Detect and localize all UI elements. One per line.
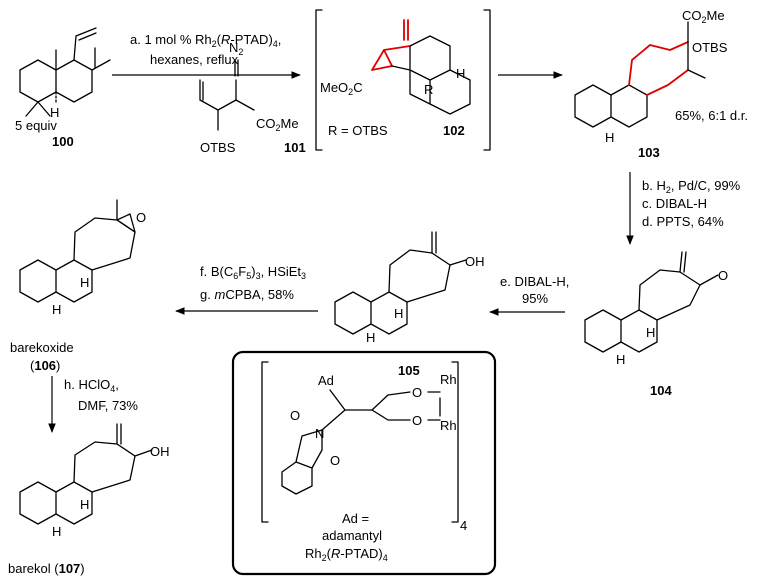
step-a-line1: a. 1 mol % Rh2(R-PTAD)4,	[130, 32, 281, 49]
step-d: d. PPTS, 64%	[642, 214, 724, 229]
compound-102-structure: MeO2C R H R = OTBS 102	[320, 19, 471, 138]
catalyst-rh-rh-bond	[427, 391, 441, 421]
compound-101-otbs-label: OTBS	[200, 140, 236, 155]
catalyst-ad-def-line2: adamantyl	[322, 528, 382, 543]
compound-106-o-label: O	[136, 210, 146, 225]
compound-107-h1-label: H	[52, 524, 61, 539]
compound-103-number: 103	[638, 145, 660, 160]
compound-102-bracket	[315, 9, 491, 151]
compound-106-structure: O H H barekoxide (106)	[10, 199, 146, 373]
compound-103-structure: CO2Me OTBS H 103 65%, 6:1 d.r.	[574, 8, 748, 160]
catalyst-box-frame	[231, 350, 497, 576]
compound-101-co2me-label: CO2Me	[256, 116, 299, 133]
catalyst-o-imide-top: O	[290, 408, 300, 423]
compound-101-structure: 5 equiv N2 CO2Me OTBS 101	[15, 40, 306, 155]
compound-103-h-label: H	[605, 130, 614, 145]
step-h-line1: h. HClO4,	[64, 377, 119, 394]
catalyst-carboxylate	[371, 391, 411, 421]
step-c: c. DIBAL-H	[642, 196, 707, 211]
step-h-line2: DMF, 73%	[78, 398, 138, 413]
compound-107-h2-label: H	[80, 497, 89, 512]
step-e-line1: e. DIBAL-H,	[500, 274, 569, 289]
compound-104-h1-label: H	[616, 352, 625, 367]
compound-104-h2-label: H	[646, 325, 655, 340]
catalyst-ad-def-line1: Ad =	[342, 511, 369, 526]
compound-107-name-line: barekol (107)	[8, 561, 85, 576]
step-e-line2: 95%	[522, 291, 548, 306]
step-b: b. H2, Pd/C, 99%	[642, 178, 741, 195]
compound-102-h-label: H	[456, 66, 465, 81]
catalyst-o-imide-bottom: O	[330, 453, 340, 468]
compound-106-h2-label: H	[80, 275, 89, 290]
compound-106-h1-label: H	[52, 302, 61, 317]
compound-102-r-definition: R = OTBS	[328, 123, 388, 138]
step-f: f. B(C6F5)3, HSiEt3	[200, 264, 306, 281]
catalyst-o-bottom: O	[412, 413, 422, 428]
catalyst-subscript-4: 4	[460, 518, 467, 533]
compound-104-o-label: O	[718, 268, 728, 283]
catalyst-ad-label: Ad	[318, 373, 334, 388]
compound-105-number: 105	[398, 363, 420, 378]
compound-106-name: barekoxide	[10, 340, 74, 355]
compound-100-structure: H 100	[19, 27, 111, 149]
compound-104-structure: O H H 104	[584, 251, 728, 398]
compound-106-number-line: (106)	[30, 358, 60, 373]
compound-101-equiv: 5 equiv	[15, 118, 57, 133]
step-g: g. mCPBA, 58%	[200, 287, 294, 302]
compound-104-number: 104	[650, 383, 672, 398]
compound-105-oh-label: OH	[465, 254, 485, 269]
compound-101-n2-label: N2	[229, 40, 243, 57]
catalyst-benzene-ring	[281, 461, 313, 495]
catalyst-bracket-left	[261, 361, 269, 523]
catalyst-o-top: O	[412, 385, 422, 400]
compound-107-oh-label: OH	[150, 444, 170, 459]
catalyst-n-label: N	[315, 426, 324, 441]
compound-102-number: 102	[443, 123, 465, 138]
compound-100-h-label: H	[50, 105, 59, 120]
catalyst-chain	[321, 409, 373, 431]
compound-107-structure: OH H H barekol (107)	[8, 423, 170, 576]
catalyst-bracket-right	[451, 361, 459, 523]
compound-102-meo2c-label: MeO2C	[320, 80, 363, 97]
compound-102-r-label: R	[424, 82, 433, 97]
step-a-line2: hexanes, reflux	[150, 52, 239, 67]
compound-105-structure: OH H H 105	[334, 231, 485, 378]
catalyst-name: Rh2(R-PTAD)4	[305, 546, 388, 563]
compound-100-number: 100	[52, 134, 74, 149]
compound-101-number: 101	[284, 140, 306, 155]
compound-105-h2-label: H	[394, 306, 403, 321]
catalyst-imide-ring	[295, 429, 323, 469]
compound-103-co2me-label: CO2Me	[682, 8, 725, 25]
catalyst-box: 4 Ad O O Rh Rh N O O Ad = adamantyl Rh2(…	[231, 350, 497, 576]
catalyst-rh-bottom: Rh	[440, 418, 457, 433]
compound-103-otbs-label: OTBS	[692, 40, 728, 55]
compound-105-h1-label: H	[366, 330, 375, 345]
compound-103-yield: 65%, 6:1 d.r.	[675, 108, 748, 123]
catalyst-ad-bond	[329, 389, 346, 411]
catalyst-rh-top: Rh	[440, 372, 457, 387]
